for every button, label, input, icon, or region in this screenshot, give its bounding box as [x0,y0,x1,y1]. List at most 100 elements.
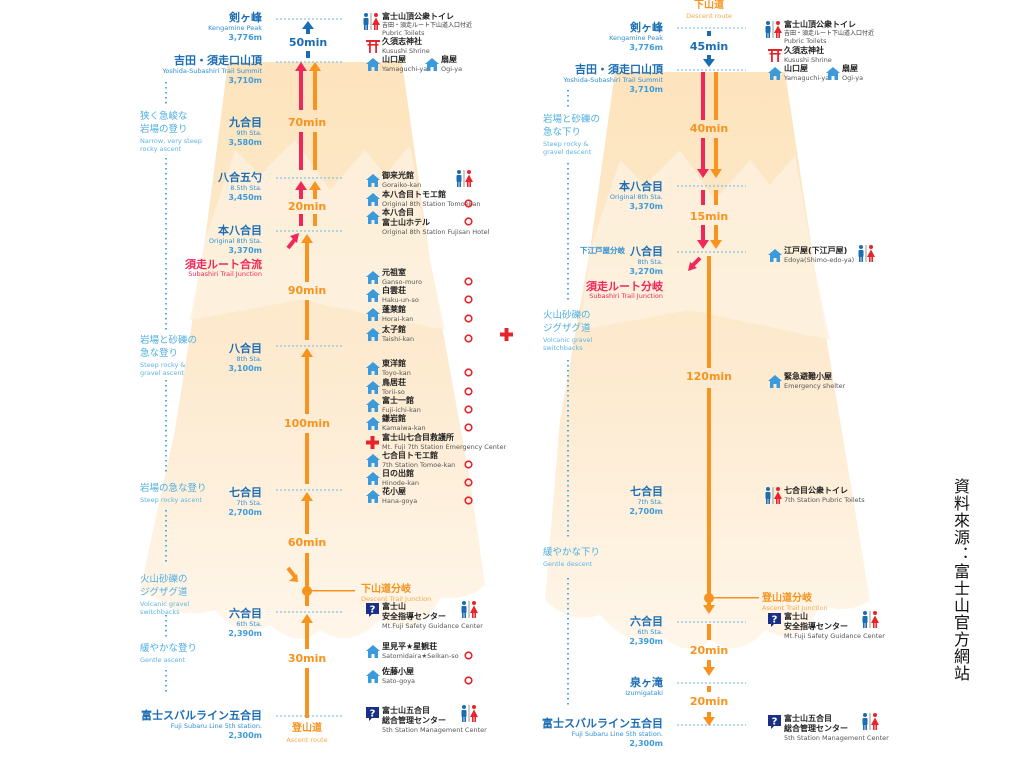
terrain-description-en: Narrow, very steep [140,137,202,145]
facility-name-en: 5th Station Management Center [784,734,889,742]
facility-note: 吉田・須走ルート下山道入口付近 [382,22,473,29]
information-center-icon: ? [768,715,781,734]
descent-junction-label: 下山道分岐 [361,584,411,595]
station-name: 九合目 [229,116,262,129]
terrain-description-en: rocky ascent [140,145,182,153]
mountain-hut-icon [366,415,380,434]
mountain-hut-icon [366,452,380,471]
facility-name-en: Hana-goya [382,497,418,505]
terrain-description-en: gravel ascent [140,369,185,377]
walking-time: 45min [689,40,729,53]
mountain-hut-icon [366,191,380,210]
station-name: 六合目 [630,615,663,628]
station-altitude: 3,270m [629,267,663,276]
subashiri-branch-label: 須走ルート分岐 [586,280,663,293]
station-name: 六合目 [229,607,262,620]
mountain-hut-icon [366,269,380,288]
station-name-en: 8.5th Sta. [230,184,262,192]
toilet-icon [856,245,876,266]
facility-name: 富士山ホテル [382,218,430,227]
lodging-available-icon [464,645,473,664]
terrain-description: 岩場の登り [140,124,188,135]
station-altitude: 3,710m [629,85,663,94]
mountain-hut-icon [366,397,380,416]
station-name: 八合目 [630,245,663,258]
terrain-description: 緩やかな登り [140,643,198,654]
facility-name-en: Fuji-ichi-kan [382,406,421,414]
lodging-available-icon [464,399,473,418]
facility-name: 本八合目 [382,208,414,217]
facility-name: 扇屋 [441,55,457,64]
terrain-description-en: Volcanic gravel [140,600,190,608]
station-altitude: 3,710m [228,76,262,85]
mountain-hut-icon [366,306,380,325]
station-altitude: 2,390m [629,637,663,646]
lodging-available-icon [464,328,473,347]
facility-name-en: Haku-un-so [382,296,419,304]
station-name-en: 8th Sta. [637,258,663,266]
mountain-hut-icon [366,209,380,228]
terrain-description-en: Steep rocky & [543,140,589,148]
mountain-hut-icon [768,373,782,392]
station-altitude: 2,700m [629,507,663,516]
facility-name: 富士山 [382,602,406,611]
station-name-en: Kengamine Peak [609,34,663,42]
facility-name: 江戸屋(下江戸屋) [784,246,848,255]
toilet-icon [459,705,479,726]
station-dividers-right [677,27,746,726]
facility-name: 七合目公衆トイレ [784,486,848,495]
facility-name-en: Hinode-kan [382,479,420,487]
station-name-en: Original 8th Sta. [208,237,262,245]
facility-name: 山口屋 [382,55,406,64]
toilet-icon [459,601,479,622]
facility-name-en: Pubric Toilets [382,29,425,37]
walking-time: 20min [689,644,729,657]
terrain-description: 狭く急峻な [140,111,188,122]
ascent-junction-label-en: Ascent Trail Junction [762,604,828,612]
facility-name: 富士山頂公衆トイレ [382,12,454,21]
toilet-icon [361,13,381,34]
station-altitude: 3,776m [629,43,663,52]
facility-name-en: 5th Station Management Center [382,726,487,734]
facility-name: 里見平★星観荘 [382,642,438,651]
yoshida-route-left [286,70,317,718]
terrain-description-en: Volcanic gravel [543,336,593,344]
station-name: 七合目 [229,486,262,499]
facility-name: 富士一館 [382,396,414,405]
torii-shrine-icon [768,47,782,66]
facility-name-en: Ogi-ya [842,74,864,82]
facility-name-en: Kusushi Shrine [784,56,832,64]
facility-name: 山口屋 [784,64,808,73]
facility-name: 蓬莱館 [382,305,406,314]
terrain-description: 火山砂礫の [543,310,591,321]
ascent-route-label-en: Ascent route [286,736,328,744]
terrain-description: 岩場の急な登り [140,483,207,494]
mountain-hut-icon [366,488,380,507]
station-name: 八合五勺 [218,171,262,184]
subashiri-route-left [286,70,303,250]
lodging-available-icon [464,362,473,381]
facility-name-en: Goraiko-kan [382,181,422,189]
walking-time: 60min [287,536,327,549]
facility-name: 東洋館 [382,359,406,368]
facility-name-en: Original 8th Station Fujisan Hotel [382,228,490,236]
facility-name-en: Toyo-kan [382,369,411,377]
facility-name-en: Horai-kan [382,315,414,323]
subashiri-branch-label-en: Subashiri Trail Junction [589,292,663,300]
terrain-description-en: Steep rocky ascent [140,496,203,504]
station-name: 剣ヶ峰 [229,11,262,24]
mountain-hut-icon [366,56,380,75]
svg-text:?: ? [772,615,778,626]
lodging-available-icon [464,193,473,212]
shimoedoya-branch-label: 下江戸屋分岐 [580,246,625,255]
descent-junction-label-en: Descent Trail Junction [361,595,432,603]
torii-shrine-icon [366,38,380,57]
mountain-hut-icon [366,470,380,489]
summit-arrow-right [703,31,715,67]
facility-name: 久須志神社 [784,46,824,55]
station-name: 剣ヶ峰 [630,21,663,34]
facility-name-en: Mt. Fuji 7th Station Emergency Center [382,443,507,451]
station-altitude: 3,370m [228,246,262,255]
mountain-hut-icon [425,56,439,75]
